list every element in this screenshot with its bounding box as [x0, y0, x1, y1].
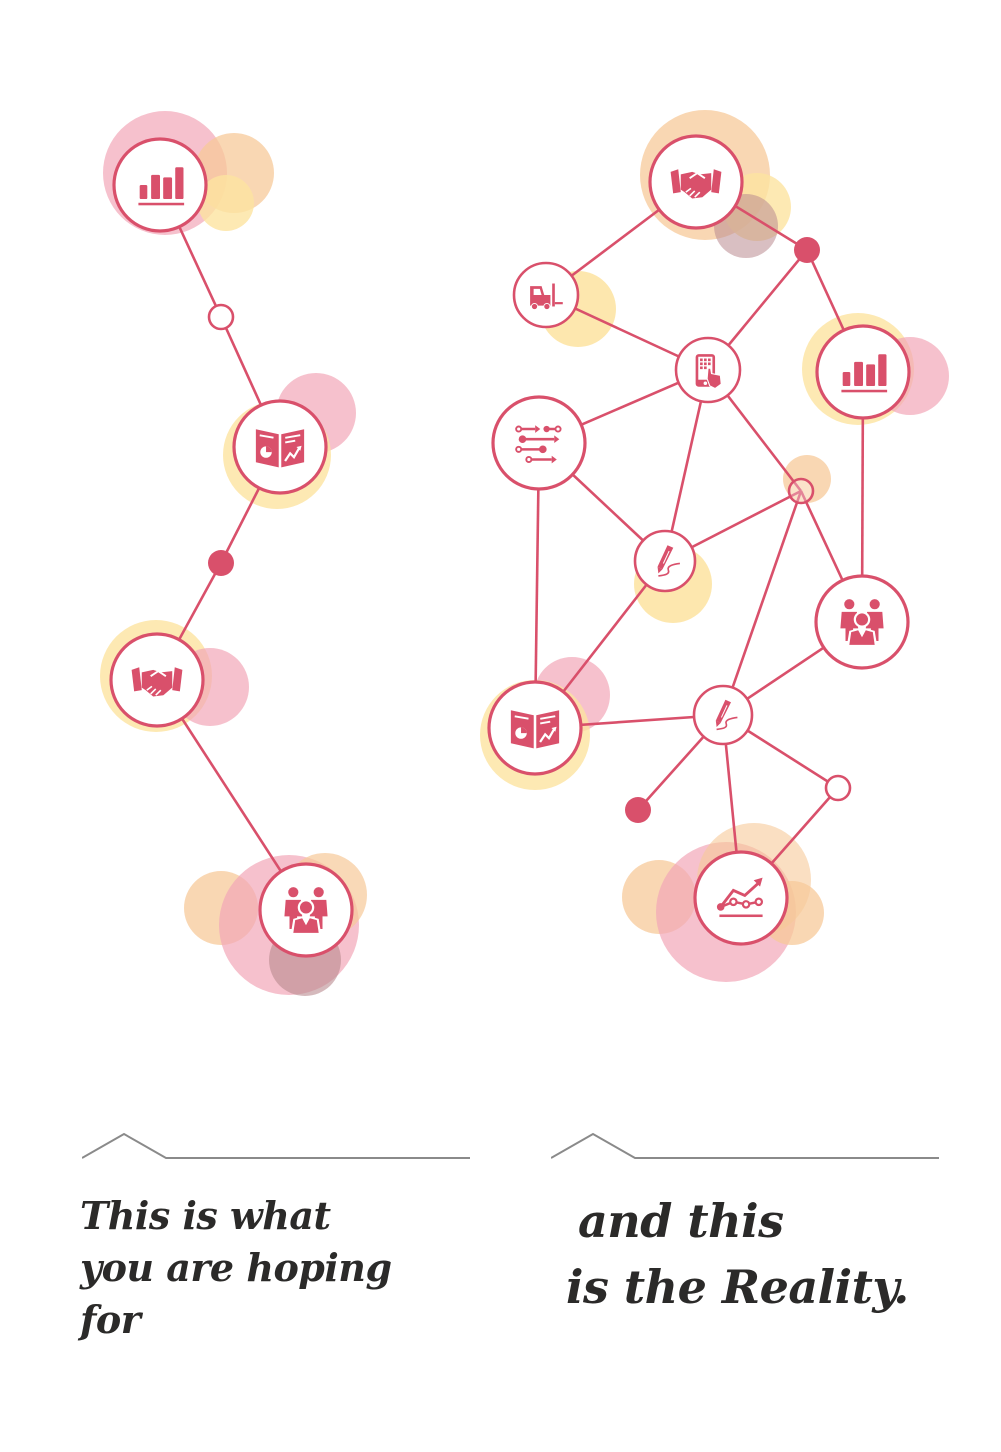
node-team	[814, 574, 910, 670]
node-mobile-touch	[674, 336, 742, 404]
node-signature	[633, 529, 697, 593]
node-handshake	[648, 134, 744, 230]
node-filled-dot	[625, 797, 651, 823]
left-path-nodes	[109, 137, 354, 958]
filled-dot-icon	[625, 797, 651, 823]
caption-hoping-line1: This is what	[80, 1193, 331, 1238]
right-network-nodes	[487, 134, 911, 946]
open-circle-icon	[787, 477, 815, 505]
left-path-edges	[155, 184, 308, 911]
filled-dot-icon	[208, 550, 234, 576]
caption-reality-line2: is the Reality.	[566, 1260, 909, 1314]
node-signature	[692, 684, 754, 746]
caption-hoping-line2: you are hoping	[80, 1245, 392, 1290]
node-forklift	[512, 261, 580, 329]
caption-hoping: This is what you are hoping for	[80, 1190, 392, 1346]
node-open-circle	[207, 303, 235, 331]
node-open-circle	[824, 774, 852, 802]
node-team	[258, 862, 354, 958]
network-diagrams	[100, 110, 949, 996]
node-filled-dot	[208, 550, 234, 576]
node-growth-chart	[693, 850, 789, 946]
caption-reality: and this is the Reality.	[566, 1188, 909, 1320]
node-filled-dot	[794, 237, 820, 263]
caption-reality-line1: and this	[578, 1194, 784, 1248]
node-report	[232, 399, 328, 495]
filled-dot-icon	[794, 237, 820, 263]
edge-line	[721, 490, 803, 716]
open-circle-icon	[824, 774, 852, 802]
caption-hoping-line3: for	[80, 1297, 141, 1342]
node-bar-chart	[815, 324, 911, 420]
open-circle-icon	[207, 303, 235, 331]
left-divider	[82, 1132, 470, 1159]
node-report	[487, 680, 583, 776]
node-open-circle	[787, 477, 815, 505]
node-process-flow	[491, 395, 587, 491]
node-bar-chart	[112, 137, 208, 233]
right-divider	[551, 1132, 939, 1159]
node-handshake	[109, 632, 205, 728]
